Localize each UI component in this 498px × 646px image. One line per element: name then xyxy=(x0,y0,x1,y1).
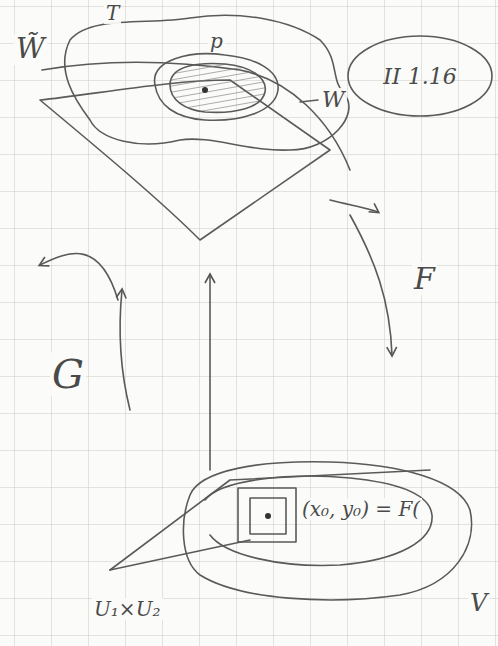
region-label: W xyxy=(320,88,347,112)
point-label: p xyxy=(208,30,225,52)
product-label: U₁×U₂ xyxy=(92,598,163,620)
point-label: (x₀, y₀) = F( xyxy=(300,498,422,520)
note-ellipse: II 1.16 xyxy=(346,34,494,118)
region-label: V xyxy=(468,590,489,616)
map-label: F xyxy=(412,262,437,295)
note-text: II 1.16 xyxy=(383,64,456,89)
curve-label: W̃ xyxy=(14,34,47,65)
tangent-label: T xyxy=(104,2,121,24)
map-label: G xyxy=(50,352,86,396)
